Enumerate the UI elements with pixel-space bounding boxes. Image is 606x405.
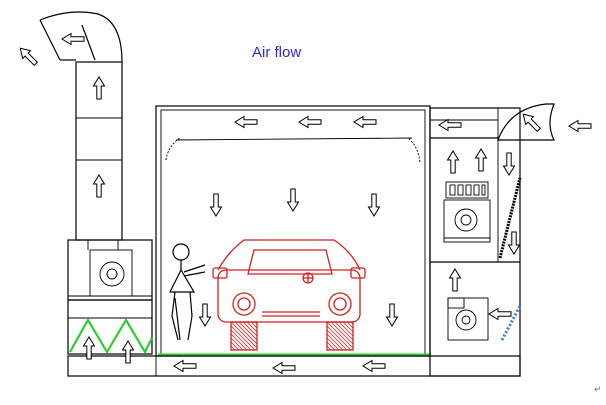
airflow-arrow-floor-3-icon <box>362 359 386 373</box>
tire-hatch-line <box>350 321 354 325</box>
tire-hatch-line <box>234 321 258 345</box>
operator-figure <box>169 243 206 341</box>
right-headlight-icon <box>328 292 352 316</box>
tire-hatch-line <box>230 337 244 351</box>
airflow-arrow-cabin-down-2-icon <box>286 188 300 212</box>
airflow-arrow-exhaust-top-icon <box>61 32 85 46</box>
right-tire <box>326 321 354 351</box>
airflow-arrow-supply-up-1-icon <box>446 150 460 174</box>
car <box>212 239 366 351</box>
tire-hatch-line <box>326 325 352 351</box>
airflow-arrow-supply-down-2-icon <box>507 231 521 255</box>
tire-hatch-line <box>242 321 258 337</box>
tire-hatch-line <box>230 345 236 351</box>
supply-air-unit <box>429 103 555 377</box>
corner-mark: ↵ <box>594 385 602 395</box>
airflow-arrow-intake-top-icon <box>438 118 462 132</box>
tire-hatch-line <box>238 321 258 341</box>
tire-hatch-line <box>342 321 354 333</box>
airflow-arrow-stack-1-icon <box>92 76 106 100</box>
airflow-arrow-filter-up-2-icon <box>121 340 135 364</box>
tire-hatch-line <box>250 321 258 329</box>
tire-hatch-line <box>338 321 354 337</box>
tire-hatch-line <box>334 321 354 341</box>
airflow-arrow-exhaust-out-icon <box>19 47 39 67</box>
heater-fan-icon <box>455 309 477 331</box>
tire-hatch-line <box>326 345 332 351</box>
exhaust-fan-icon <box>99 261 125 287</box>
airflow-arrow-supply-up-2-icon <box>474 148 488 172</box>
supply-diagonal-filter <box>498 177 522 259</box>
intake-side-filter <box>500 305 522 341</box>
airflow-arrow-supply-left-icon <box>488 307 512 321</box>
tire-hatch-line <box>326 321 354 349</box>
supply-fan-icon <box>454 208 478 232</box>
supply-fan-vents <box>449 184 486 196</box>
airflow-arrows <box>19 32 592 375</box>
tire-hatch-line <box>326 333 344 351</box>
tire-hatch-line <box>230 321 258 349</box>
airflow-arrow-intake-outside-icon <box>568 119 592 133</box>
airflow-arrow-floor-1-icon <box>173 359 197 373</box>
airflow-arrow-filter-up-1-icon <box>82 336 96 360</box>
airflow-arrow-floor-2-icon <box>272 361 296 375</box>
airflow-arrow-ceiling-3-icon <box>353 115 377 129</box>
tire-hatch-line <box>326 329 348 351</box>
airflow-arrow-cabin-down-1-icon <box>209 193 223 217</box>
tire-hatch-line <box>230 333 248 351</box>
airflow-arrow-supply-up-3-icon <box>448 268 462 292</box>
airflow-arrow-intake-hood-icon <box>522 113 542 133</box>
exhaust-stack <box>39 11 123 241</box>
airflow-arrow-cabin-down-5-icon <box>385 303 399 327</box>
tire-hatch-line <box>330 321 354 345</box>
tire-hatch-line <box>254 321 258 325</box>
left-tire <box>230 321 258 351</box>
tire-hatch-line <box>230 329 252 351</box>
airflow-arrow-cabin-down-4-icon <box>198 303 212 327</box>
tire-hatch-line <box>230 325 256 351</box>
tire-hatch-line <box>326 341 336 351</box>
airflow-arrow-stack-2-icon <box>92 174 106 198</box>
airflow-arrow-ceiling-1-icon <box>234 115 258 129</box>
tire-hatch-line <box>246 321 258 333</box>
exhaust-fan-unit <box>67 239 153 301</box>
left-headlight-icon <box>232 292 256 316</box>
airflow-arrow-ceiling-2-icon <box>298 115 322 129</box>
exhaust-filter-zigzag <box>69 317 153 355</box>
tire-hatch-line <box>346 321 354 329</box>
exhaust-filter-chamber <box>67 299 153 355</box>
tire-hatch-line <box>326 337 340 351</box>
airflow-arrow-cabin-down-3-icon <box>367 193 381 217</box>
airflow-arrow-supply-down-icon <box>502 152 516 176</box>
tire-hatch-line <box>230 341 240 351</box>
diagram-title: Air flow <box>252 44 301 61</box>
